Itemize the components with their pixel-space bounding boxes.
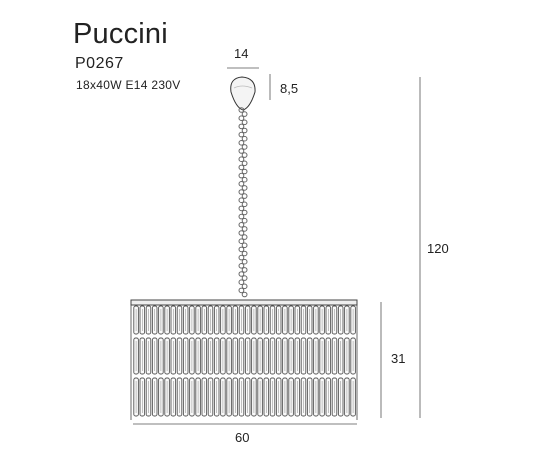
chain-link: [238, 164, 245, 171]
product-spec: 18x40W E14 230V: [76, 78, 181, 92]
chain-link: [238, 107, 245, 113]
chain-link: [238, 181, 245, 187]
product-code: P0267: [75, 55, 124, 72]
chain-link: [241, 144, 248, 150]
chain-link: [241, 250, 248, 257]
chain-link: [241, 267, 248, 273]
lamp-shade: [130, 299, 358, 420]
chain-link: [238, 246, 245, 253]
chain-link: [238, 271, 245, 277]
chain-link: [241, 111, 248, 117]
chain-link: [238, 205, 245, 212]
canopy-height-label: 8,5: [280, 81, 299, 96]
chain-link: [241, 291, 248, 298]
chain-link: [241, 242, 248, 249]
chain: [238, 107, 248, 298]
chain-link: [241, 135, 248, 142]
chain-link: [238, 131, 245, 138]
chain-link: [238, 156, 245, 162]
chain-link: [238, 263, 245, 269]
chain-link: [241, 209, 248, 216]
crystal-grid: [133, 305, 356, 417]
chain-link: [238, 148, 245, 154]
chain-link: [238, 189, 245, 195]
chain-link: [238, 140, 245, 146]
canopy: [230, 76, 256, 111]
chain-link: [241, 201, 248, 208]
chain-link: [241, 152, 248, 158]
chain-link: [241, 176, 248, 183]
chain-link: [241, 258, 248, 265]
chain-link: [238, 230, 245, 236]
chain-link: [238, 123, 245, 130]
chain-link: [241, 217, 248, 224]
chain-link: [241, 127, 248, 134]
chain-link: [241, 275, 248, 281]
chain-link: [241, 119, 248, 126]
shade-height-label: 31: [391, 351, 406, 366]
product-name: Puccini: [73, 18, 168, 50]
chain-link: [238, 115, 245, 121]
chain-link: [238, 279, 245, 286]
chain-link: [241, 283, 248, 290]
chain-link: [238, 238, 245, 244]
chain-link: [238, 222, 245, 228]
chain-link: [238, 287, 245, 294]
chain-link: [241, 234, 248, 240]
total-height-label: 120: [427, 241, 449, 256]
chain-link: [241, 160, 248, 167]
shade-width-label: 60: [235, 430, 250, 445]
chain-link: [241, 185, 248, 191]
chain-link: [238, 213, 245, 220]
chain-link: [238, 254, 245, 261]
canopy-width-label: 14: [234, 46, 249, 61]
chain-link: [241, 193, 248, 199]
chain-link: [241, 168, 248, 175]
chain-link: [238, 172, 245, 179]
chain-link: [241, 226, 248, 232]
chain-link: [238, 197, 245, 203]
